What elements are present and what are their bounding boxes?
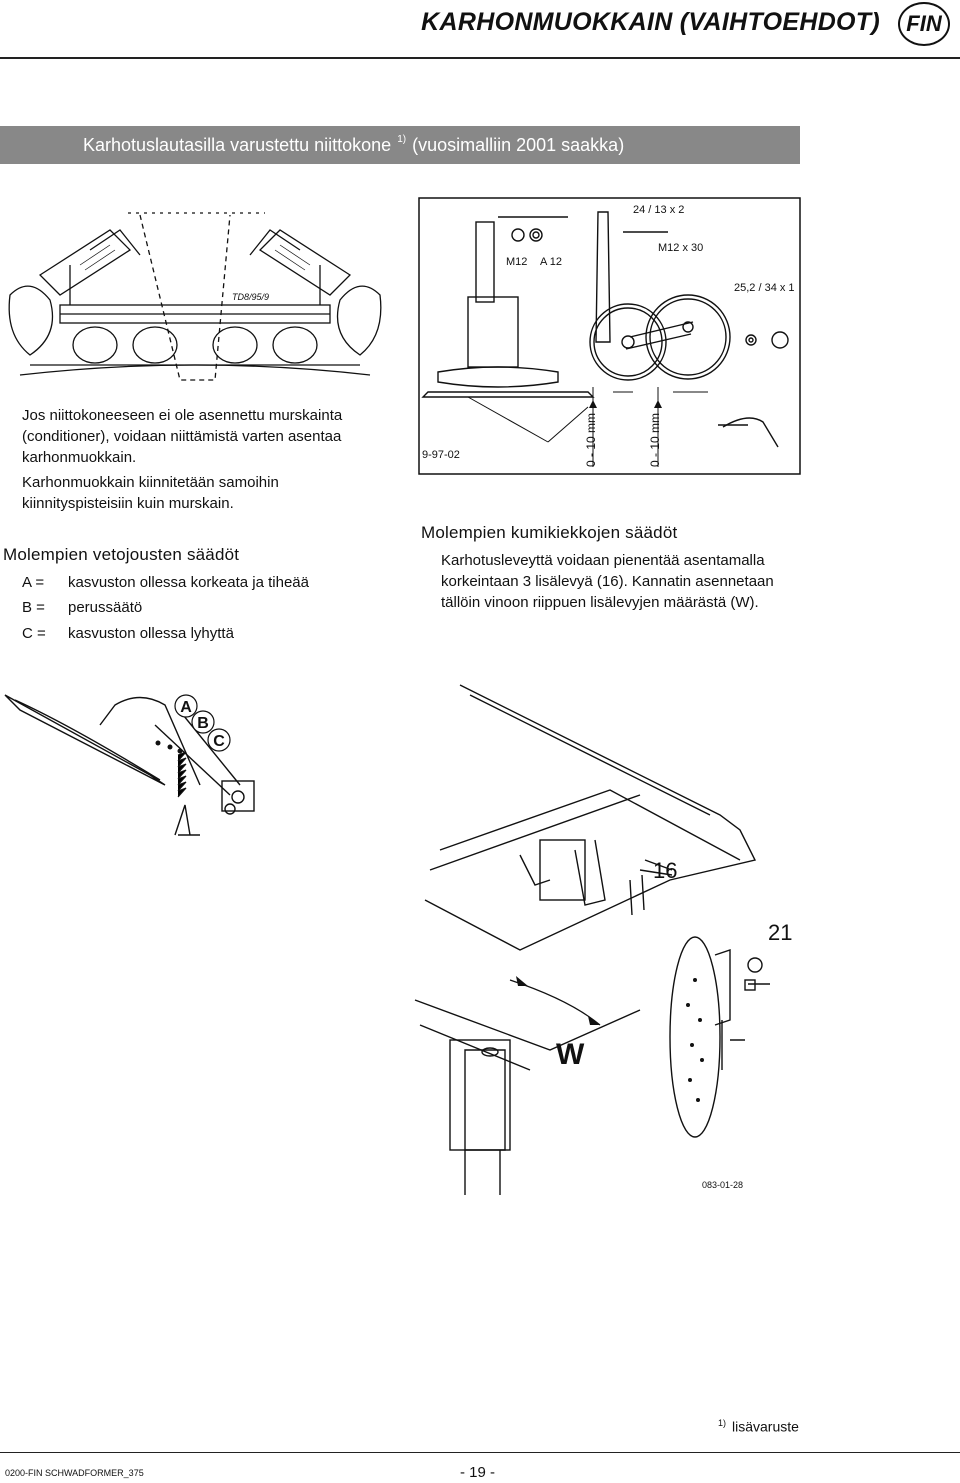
washer-spec-label: 24 / 13 x 2 (633, 204, 684, 216)
figure-code: 083-01-28 (702, 1180, 743, 1190)
intro-paragraph-2: Karhonmuokkain kiinnitetään samoihin kii… (22, 474, 279, 512)
wheel-assembly-figure: 24 / 13 x 2 M12 A 12 M12 x 30 25,2 / 34 … (418, 197, 801, 475)
banner-footnote-marker: 1) (397, 133, 407, 145)
spring-adjustment-figure: A B C (4, 694, 255, 836)
document-id: 0200-FIN SCHWADFORMER_375 (5, 1468, 144, 1478)
callout-c: C (213, 733, 225, 750)
figure-code: 9-97-02 (422, 449, 460, 461)
language-badge: FIN (898, 2, 950, 46)
page-title: KARHONMUOKKAIN (VAIHTOEHDOT) (421, 8, 880, 36)
washer-spec2-label: 25,2 / 34 x 1 (734, 282, 795, 294)
mower-top-view-figure: TD8/95/9 (8, 212, 382, 381)
banner-text: Karhotuslautasilla varustettu niittokone (83, 134, 392, 155)
spring-key-a: A = (22, 574, 45, 591)
footnote-marker: 1) (718, 1418, 727, 1428)
spring-desc-c: kasvuston ollessa lyhyttä (68, 625, 234, 642)
figure-code: TD8/95/9 (232, 292, 269, 302)
bolt-m12-label: M12 (506, 256, 527, 268)
footnote-text: lisävaruste (732, 1418, 799, 1435)
wheels-heading: Molempien kumikiekkojen säädöt (421, 523, 678, 542)
page-number: - 19 - (460, 1464, 496, 1481)
plate-frame-figure: 16 21 W 083-01-28 (414, 684, 792, 1195)
wheels-paragraph: Karhotusleveyttä voidaan pienentää asent… (441, 552, 774, 611)
spring-desc-a: kasvuston ollessa korkeata ja tiheää (68, 574, 309, 591)
spring-key-c: C = (22, 625, 46, 642)
washer-a12-label: A 12 (540, 256, 562, 268)
callout-a: A (180, 699, 192, 716)
header-rule (0, 57, 960, 59)
spring-desc-b: perussäätö (68, 599, 143, 616)
spring-key-b: B = (22, 599, 45, 616)
gap-label: 0 - 10 mm (584, 413, 598, 467)
banner-subtext: (vuosimalliin 2001 saakka) (412, 134, 625, 155)
springs-heading: Molempien vetojousten säädöt (3, 545, 240, 564)
section-banner: Karhotuslautasilla varustettu niittokone… (0, 126, 800, 164)
angle-label-w: W (556, 1038, 585, 1071)
callout-b: B (197, 715, 209, 732)
footnote: 1) lisävaruste (718, 1418, 799, 1435)
intro-paragraph: Jos niittokoneeseen ei ole asennettu mur… (22, 407, 343, 466)
plate-callout-16: 16 (653, 858, 677, 883)
gap-label-2: 0 - 10 mm (648, 413, 662, 467)
footer-rule (0, 1452, 960, 1453)
bolt-m12x30-label: M12 x 30 (658, 242, 703, 254)
bolt-callout-21: 21 (768, 920, 792, 945)
